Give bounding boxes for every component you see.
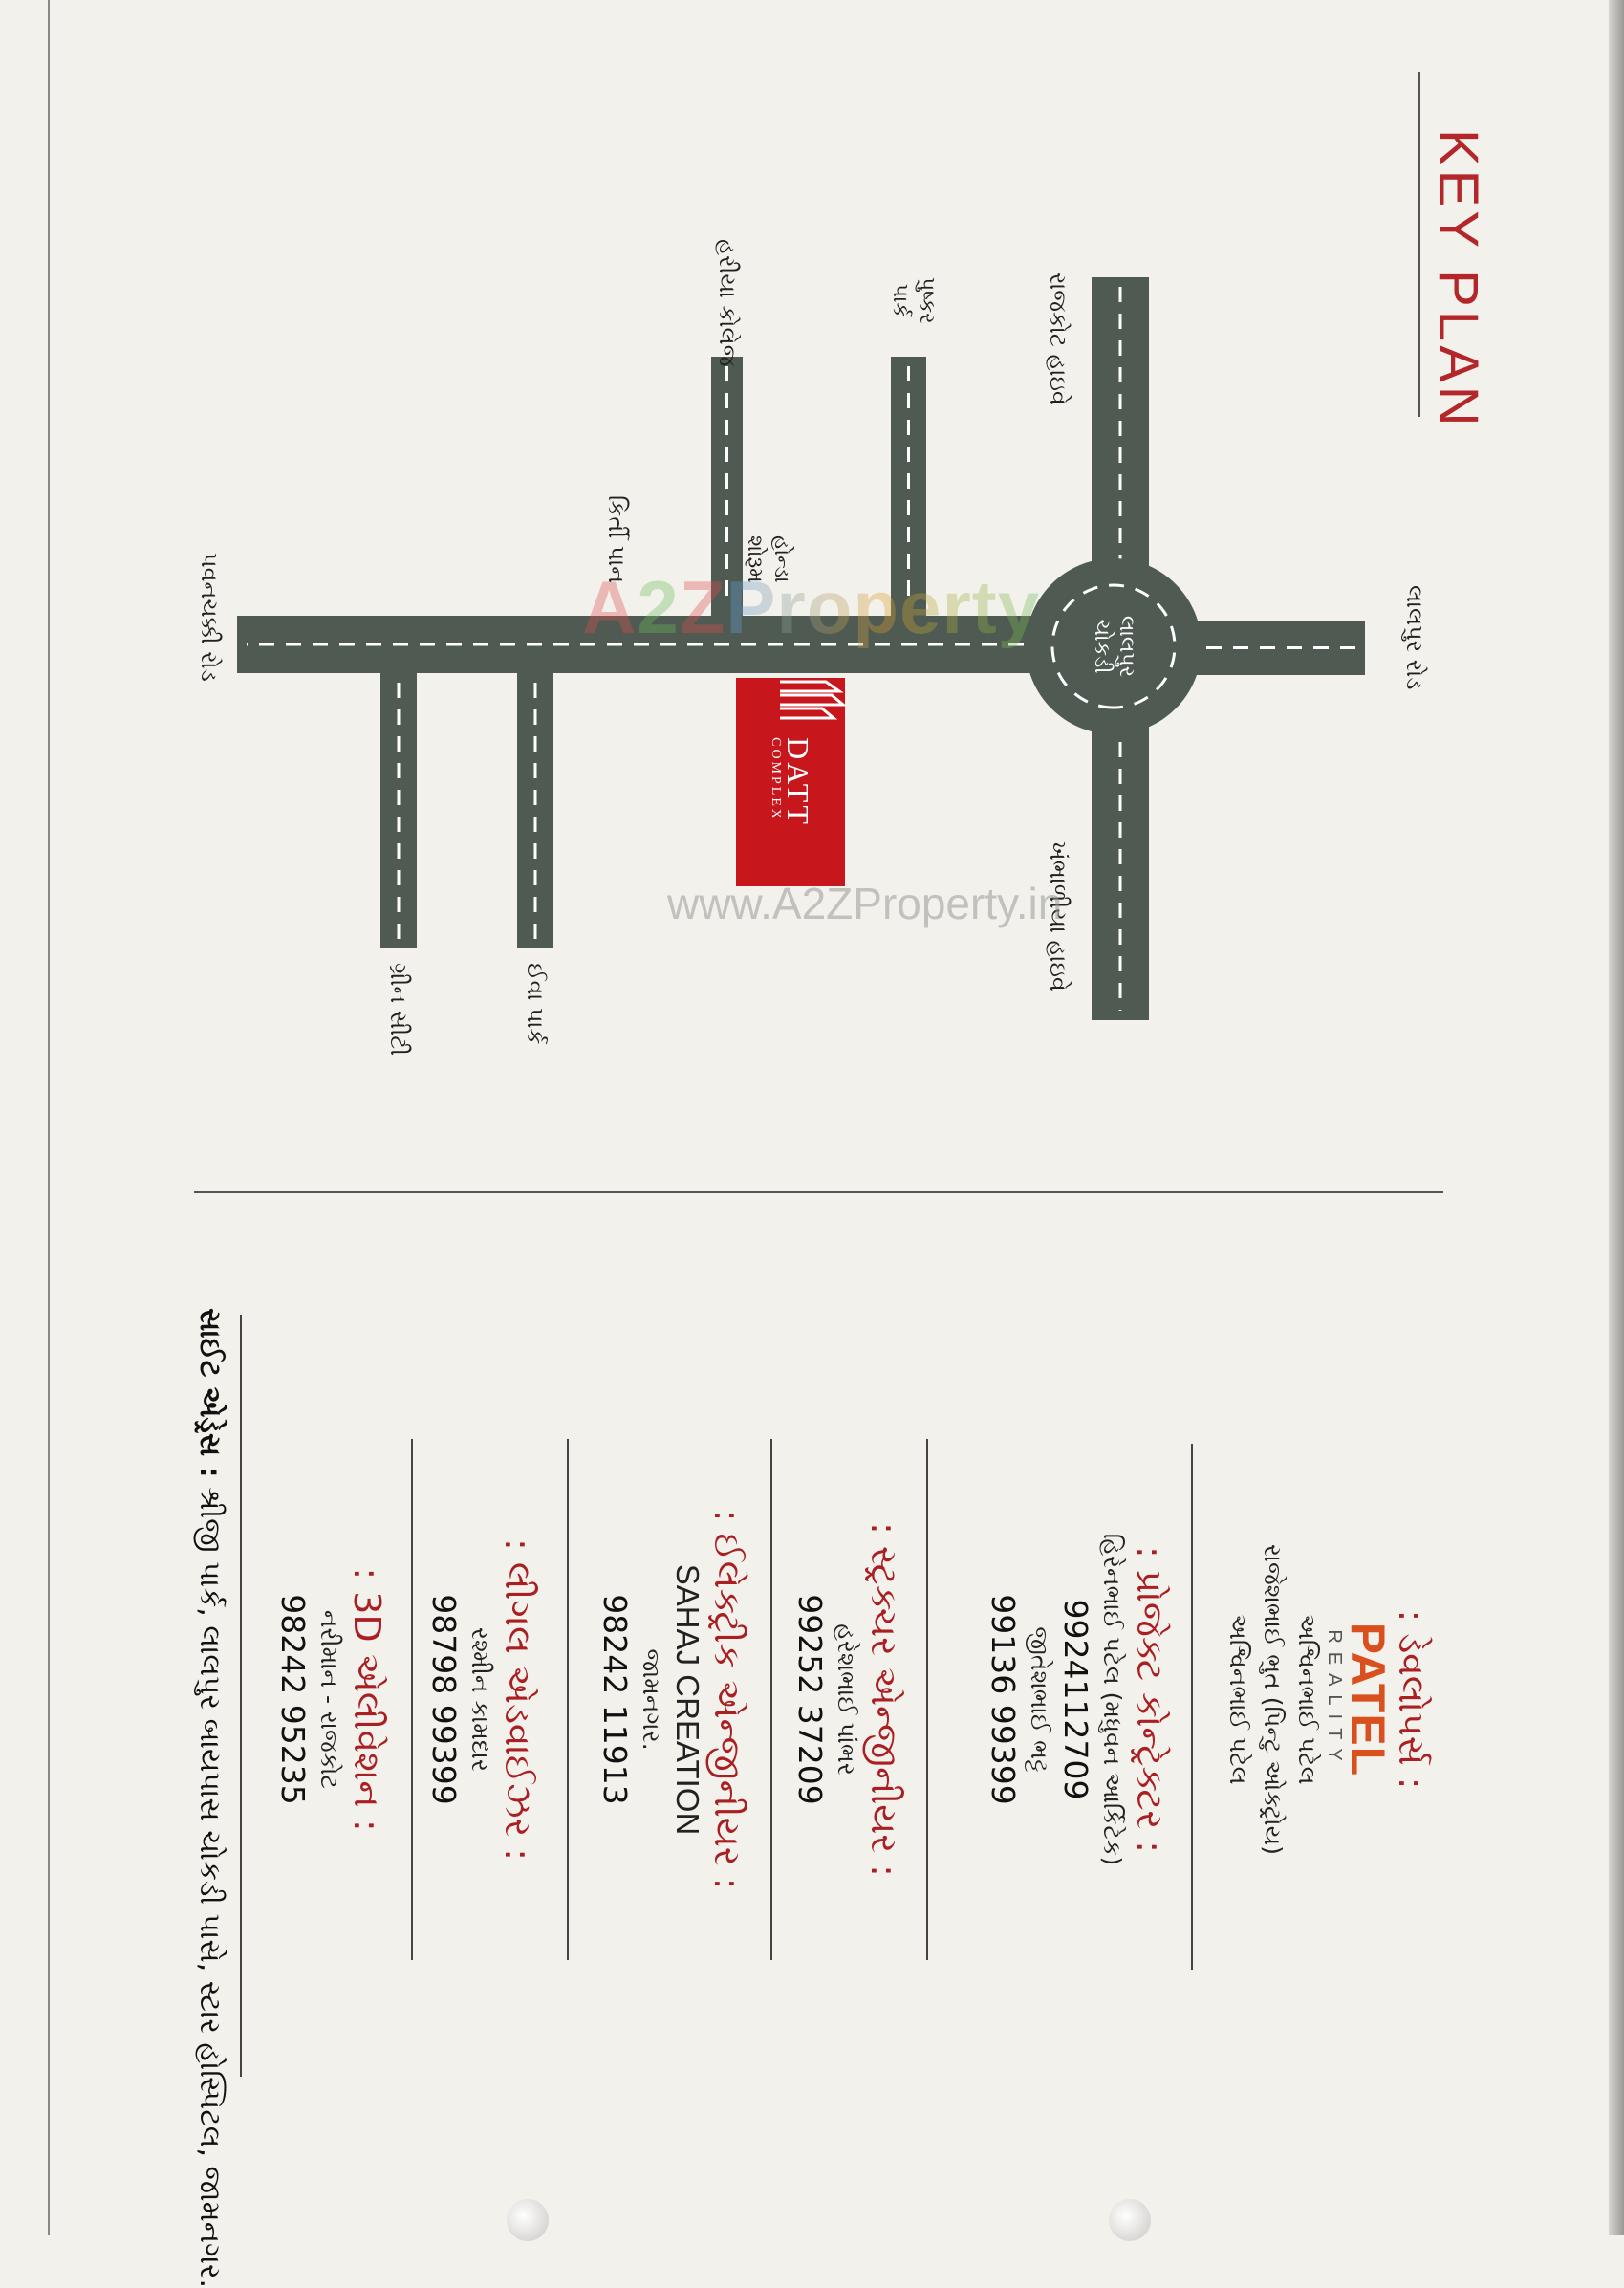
binder-hole	[1109, 2199, 1151, 2241]
datt-text: DATT COMPLEX	[768, 737, 815, 827]
contact-phone: 9924112709	[1057, 1599, 1094, 1800]
label-line: પુષ્કર	[915, 277, 939, 324]
watermark-part: Property	[725, 565, 1041, 649]
legal-advisor-section: : લીગલ એડવાઈઝર : રશ્મીન કામદાર 98798 993…	[424, 1439, 539, 1960]
developer-logo: PATEL	[1341, 1622, 1395, 1777]
label-green-city: ગ્રીન સીટી	[385, 963, 412, 1057]
site-address: સાઈટ એડ્રેસ : શ્રીજી પાર્ક, લાલપુર બાયપા…	[193, 1308, 227, 2288]
watermark-url: www.A2ZProperty.in	[667, 879, 1063, 928]
key-plan-title: KEY PLAN	[1427, 129, 1489, 430]
road-map	[237, 277, 1365, 1020]
page-lines	[48, 0, 1443, 2235]
watermark-part: 2	[637, 565, 680, 649]
label-pavanchakki-road: પવનચક્કી રોડ	[196, 553, 223, 682]
contact-name: રશ્મીન કામદાર	[466, 1627, 494, 1772]
contact-phone: 98242 11913	[596, 1594, 634, 1805]
watermark-part: Z	[679, 565, 726, 649]
developer-name: રાજેશભાઈ ભુત (પિન્ટુ ઓક્ટ્રોય)	[1259, 1543, 1287, 1856]
brochure-page: KEY PLAN રાજકોટ હાઇવે ખંભાળીયા હાઇવે લાલ…	[48, 0, 1489, 2288]
developer-name: અશ્વિનભાઈ પટેલ	[1293, 1614, 1321, 1785]
label-lalpur-chokdi: લાલપુર ચોકડી	[1089, 599, 1138, 694]
site-name: DATT	[781, 737, 815, 827]
contact-city: જામનગર.	[638, 1648, 665, 1751]
label-eva-park: ઈવા પાર્ક	[522, 963, 549, 1045]
road-green-city	[380, 673, 417, 948]
developer-name: અશ્વિનભાઈ પટેલ	[1224, 1614, 1252, 1785]
contact-name: હિરેનભાઈ પટેલ (મધુવન આર્કિટેક)	[1098, 1533, 1126, 1866]
roundabout-label-line: ચોકડી	[1090, 619, 1114, 674]
site-address-text: શ્રીજી પાર્ક, લાલપુર બાયપાસ ચોકડી પાસે, …	[193, 1487, 227, 2288]
watermark-logo: A2ZProperty	[582, 564, 1040, 651]
elevation-3d-heading: : 3D એલીવેશન :	[346, 1567, 388, 1832]
contact-phone: 98798 99399	[425, 1594, 463, 1805]
label-line: પાર્ક	[888, 283, 912, 317]
roundabout-ring	[1050, 583, 1177, 709]
structural-engineer-heading: : સ્ટ્રક્ચર એન્જીનીયર :	[863, 1522, 905, 1877]
elevation-3d-section: : 3D એલીવેશન : નરીમાન - રાજકોટ 98242 952…	[273, 1439, 388, 1960]
site-address-label: સાઈટ એડ્રેસ :	[193, 1308, 227, 1478]
contact-phone: 99136 99399	[985, 1594, 1022, 1805]
contact-name: હરેશભાઈ પાંભર	[833, 1623, 860, 1776]
binder-hole	[507, 2199, 549, 2241]
roundabout-label-line: લાલપુર	[1115, 615, 1138, 678]
road-eva-park	[517, 673, 553, 948]
scan-edge	[1609, 0, 1624, 2235]
developers-heading: : ડેવલોપર્સ :	[1391, 1609, 1433, 1790]
site-sub: COMPLEX	[769, 737, 783, 822]
label-rajkot-highway: રાજકોટ હાઇવે	[1045, 272, 1072, 405]
contact-phone: 99252 37209	[791, 1594, 829, 1805]
project-contractor-heading: : પ્રોજેક્ટ કોન્ટ્રેક્ટર :	[1129, 1545, 1171, 1854]
datt-complex-marker: DATT COMPLEX	[736, 678, 845, 886]
electrical-engineer-section: : ઈલેક્ટ્રીક એન્જીનીયર : SAHAJ CREATION …	[595, 1439, 748, 1960]
label-pushkar-park: પુષ્કર પાર્ક	[886, 277, 940, 324]
structural-engineer-section: : સ્ટ્રક્ચર એન્જીનીયર : હરેશભાઈ પાંભર 99…	[790, 1439, 905, 1960]
project-contractor-section: : પ્રોજેક્ટ કોન્ટ્રેક્ટર : હિરેનભાઈ પટેલ…	[984, 1439, 1171, 1960]
developer-logo-sub: REALITY	[1324, 1629, 1345, 1770]
building-logo-icon	[780, 680, 845, 720]
legal-advisor-heading: : લીગલ એડવાઈઝર :	[497, 1537, 539, 1862]
contact-name: જીતેશભાઈ ભટ્ટ	[1026, 1626, 1053, 1773]
label-lalpur-road: લાલપુર રોડ	[1401, 585, 1428, 690]
contact-name: SAHAJ CREATION	[670, 1563, 705, 1836]
label-hariya: હરીયા કોલેજ	[714, 239, 741, 367]
electrical-engineer-heading: : ઈલેક્ટ્રીક એન્જીનીયર :	[706, 1509, 748, 1890]
developers-section: : ડેવલોપર્સ : PATEL REALITY અશ્વિનભાઈ પટ…	[1221, 1439, 1433, 1960]
contact-phone: 98242 95235	[274, 1594, 312, 1805]
contact-name: નરીમાન - રાજકોટ	[315, 1609, 343, 1790]
watermark-part: A	[582, 565, 638, 649]
